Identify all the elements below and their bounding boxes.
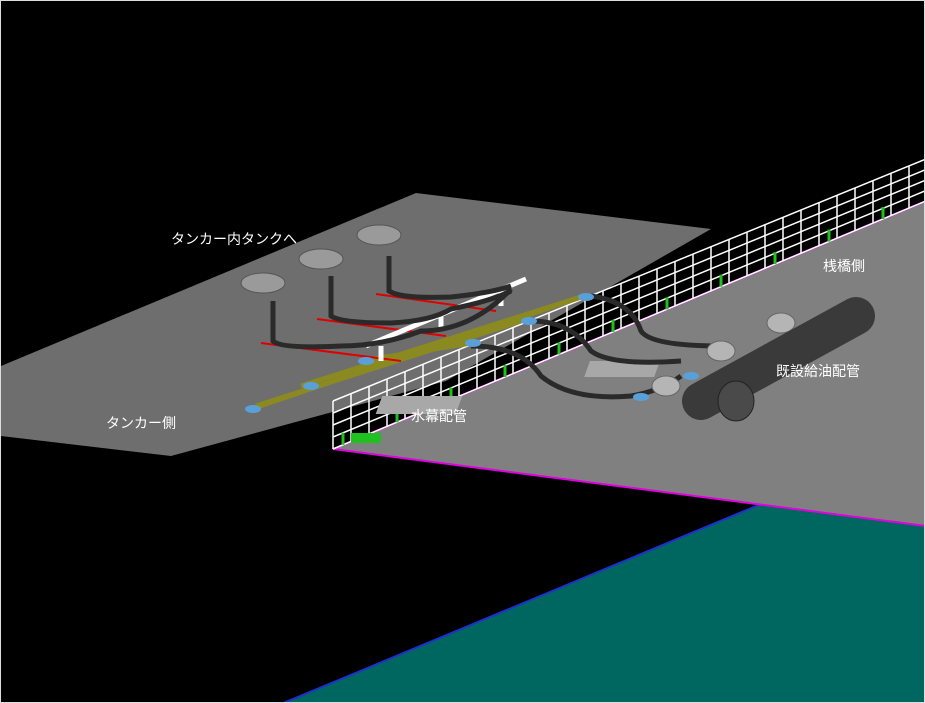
fence-bar: [332, 159, 924, 402]
floor-plate: [375, 396, 463, 414]
green-fitting: [351, 433, 381, 443]
support-beams: [250, 294, 582, 412]
label-to-tanker-tank: タンカー内タンクへ: [171, 232, 297, 248]
water-edge: [283, 503, 762, 702]
pipe-end: [717, 380, 755, 422]
pier-edge-front: [332, 448, 924, 527]
label-pier-side: 桟橋側: [823, 259, 865, 275]
floor-plate-2: [584, 361, 660, 377]
fence-bar: [332, 180, 924, 426]
fence-bar: [332, 169, 924, 414]
pier-fence: [332, 159, 924, 450]
valves: [651, 312, 796, 397]
water-surface: [285, 499, 924, 702]
hose-reels: [240, 224, 402, 294]
label-water-curtain: 水幕配管: [411, 409, 467, 425]
label-tanker-side: タンカー側: [106, 416, 176, 432]
label-existing-pipe: 既設給油配管: [776, 364, 860, 380]
couplings: [245, 293, 699, 413]
